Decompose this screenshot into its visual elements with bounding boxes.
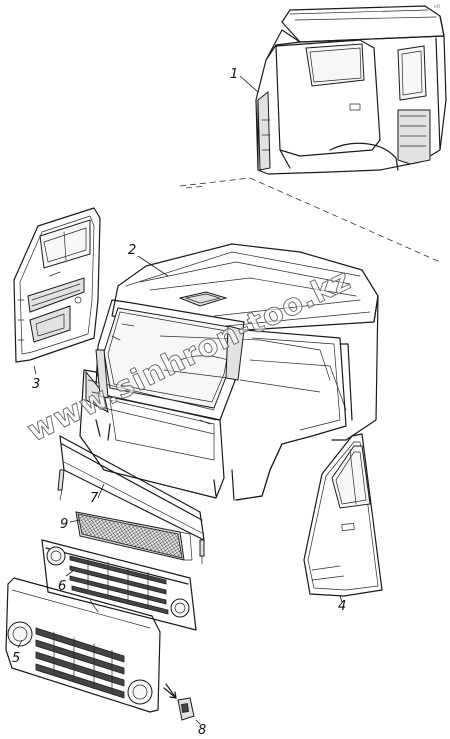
callout-8: 8	[198, 723, 206, 738]
callout-6: 6	[58, 579, 66, 594]
front-panel	[57, 435, 205, 565]
callout-4: 4	[338, 599, 346, 614]
front-facing	[5, 577, 161, 713]
callout-3: 3	[32, 377, 40, 392]
right-door	[303, 433, 383, 603]
callout-7: 7	[90, 491, 99, 506]
callout-1: 1	[230, 67, 238, 82]
callout-5: 5	[12, 651, 20, 666]
clip-bracket	[163, 683, 201, 725]
explosion-line	[179, 177, 441, 263]
corner-mark: кб	[434, 4, 440, 10]
left-door	[13, 207, 101, 375]
mesh-grille	[69, 511, 193, 561]
callout-2: 2	[128, 243, 136, 258]
assembled-cab	[239, 5, 447, 175]
inner-grille	[41, 539, 197, 631]
cab-frame	[79, 243, 379, 501]
callout-9: 9	[60, 517, 68, 532]
